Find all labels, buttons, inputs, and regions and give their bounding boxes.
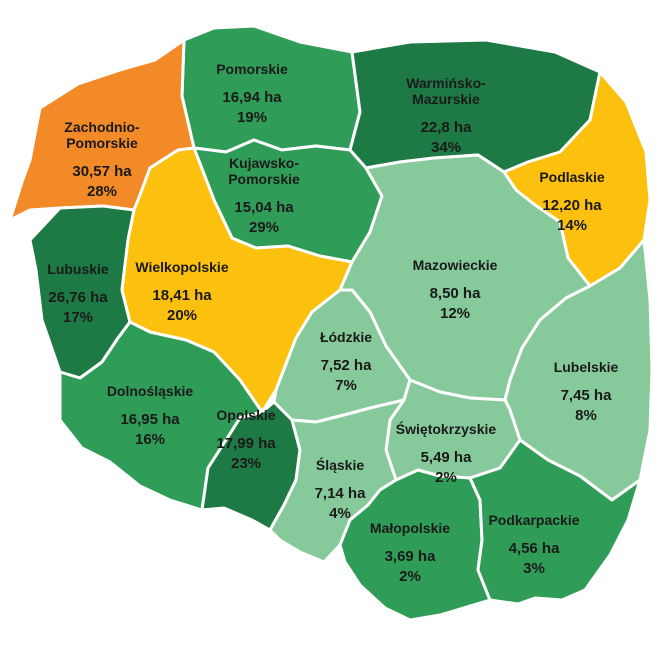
region-percent-value: 28% — [87, 183, 117, 200]
region-percent-value: 34% — [431, 139, 461, 156]
region-malopolskie-label: Małopolskie 3,69 ha 2% — [370, 520, 450, 585]
region-lodzkie-label: Łódzkie 7,52 ha 7% — [320, 329, 372, 394]
region-podkarpackie-shape[interactable] — [468, 438, 642, 606]
region-percent-value: 20% — [167, 307, 197, 324]
region-zachodnio-pomorskie-label: Zachodnio-Pomorskie 30,57 ha 28% — [64, 119, 140, 200]
region-podkarpackie-label: Podkarpackie 4,56 ha 3% — [488, 512, 579, 577]
region-name: Pomorskie — [66, 135, 138, 151]
region-percent-value: 4% — [329, 505, 351, 522]
region-area-value: 26,76 ha — [48, 289, 108, 306]
region-percent-value: 12% — [440, 305, 470, 322]
region-podkarpackie[interactable] — [468, 438, 642, 606]
region-name: Lubelskie — [554, 359, 619, 375]
region-percent-value: 19% — [237, 109, 267, 126]
region-name: Pomorskie — [228, 171, 300, 187]
region-area-value: 18,41 ha — [152, 287, 212, 304]
region-percent-value: 3% — [523, 560, 545, 577]
region-name: Pomorskie — [216, 61, 288, 77]
region-area-value: 22,8 ha — [421, 119, 473, 136]
region-kujawsko-pomorskie-label: Kujawsko-Pomorskie 15,04 ha 29% — [228, 155, 300, 236]
region-name: Mazurskie — [412, 91, 480, 107]
region-area-value: 8,50 ha — [430, 285, 482, 302]
region-dolnoslaskie-label: Dolnośląskie 16,95 ha 16% — [107, 383, 194, 448]
region-name: Lubuskie — [47, 261, 109, 277]
region-area-value: 30,57 ha — [72, 163, 132, 180]
region-swietokrzyskie-label: Świętokrzyskie 5,49 ha 2% — [396, 420, 497, 486]
region-area-value: 17,99 ha — [216, 435, 276, 452]
region-podlaskie-label: Podlaskie 12,20 ha 14% — [539, 169, 605, 234]
region-name: Opolskie — [216, 407, 275, 423]
region-mazowieckie-label: Mazowieckie 8,50 ha 12% — [413, 257, 498, 322]
region-name: Zachodnio- — [64, 119, 140, 135]
region-area-value: 5,49 ha — [421, 449, 473, 466]
regions-layer — [8, 24, 654, 622]
region-name: Podlaskie — [539, 169, 605, 185]
region-name: Podkarpackie — [488, 512, 579, 528]
region-name: Mazowieckie — [413, 257, 498, 273]
region-name: Śląskie — [316, 456, 364, 473]
region-warminsko-mazurskie-label: Warmińsko-Mazurskie 22,8 ha 34% — [406, 75, 486, 156]
region-area-value: 16,94 ha — [222, 89, 282, 106]
region-area-value: 7,52 ha — [321, 357, 373, 374]
region-pomorskie-label: Pomorskie 16,94 ha 19% — [216, 61, 288, 126]
region-name: Dolnośląskie — [107, 383, 194, 399]
labels-layer: Pomorskie 16,94 ha 19% Warmińsko-Mazurskie 2… — [47, 61, 618, 585]
region-percent-value: 7% — [335, 377, 357, 394]
region-percent-value: 16% — [135, 431, 165, 448]
region-lubelskie-label: Lubelskie 7,45 ha 8% — [554, 359, 619, 424]
region-slaskie-label: Śląskie 7,14 ha 4% — [315, 456, 367, 522]
region-name: Warmińsko- — [406, 75, 486, 91]
region-wielkopolskie-label: Wielkopolskie 18,41 ha 20% — [135, 259, 228, 324]
region-opolskie-label: Opolskie 17,99 ha 23% — [216, 407, 276, 472]
region-area-value: 4,56 ha — [509, 540, 561, 557]
region-area-value: 15,04 ha — [234, 199, 294, 216]
region-name: Łódzkie — [320, 329, 372, 345]
region-percent-value: 2% — [435, 469, 457, 486]
region-name: Świętokrzyskie — [396, 420, 497, 437]
region-area-value: 16,95 ha — [120, 411, 180, 428]
region-percent-value: 14% — [557, 217, 587, 234]
region-percent-value: 17% — [63, 309, 93, 326]
region-area-value: 7,14 ha — [315, 485, 367, 502]
region-name: Małopolskie — [370, 520, 450, 536]
region-percent-value: 8% — [575, 407, 597, 424]
region-lubuskie-label: Lubuskie 26,76 ha 17% — [47, 261, 109, 326]
region-area-value: 7,45 ha — [561, 387, 613, 404]
region-area-value: 12,20 ha — [542, 197, 602, 214]
region-percent-value: 29% — [249, 219, 279, 236]
region-area-value: 3,69 ha — [385, 548, 437, 565]
region-percent-value: 23% — [231, 455, 261, 472]
region-name: Kujawsko- — [229, 155, 299, 171]
region-percent-value: 2% — [399, 568, 421, 585]
region-name: Wielkopolskie — [135, 259, 228, 275]
